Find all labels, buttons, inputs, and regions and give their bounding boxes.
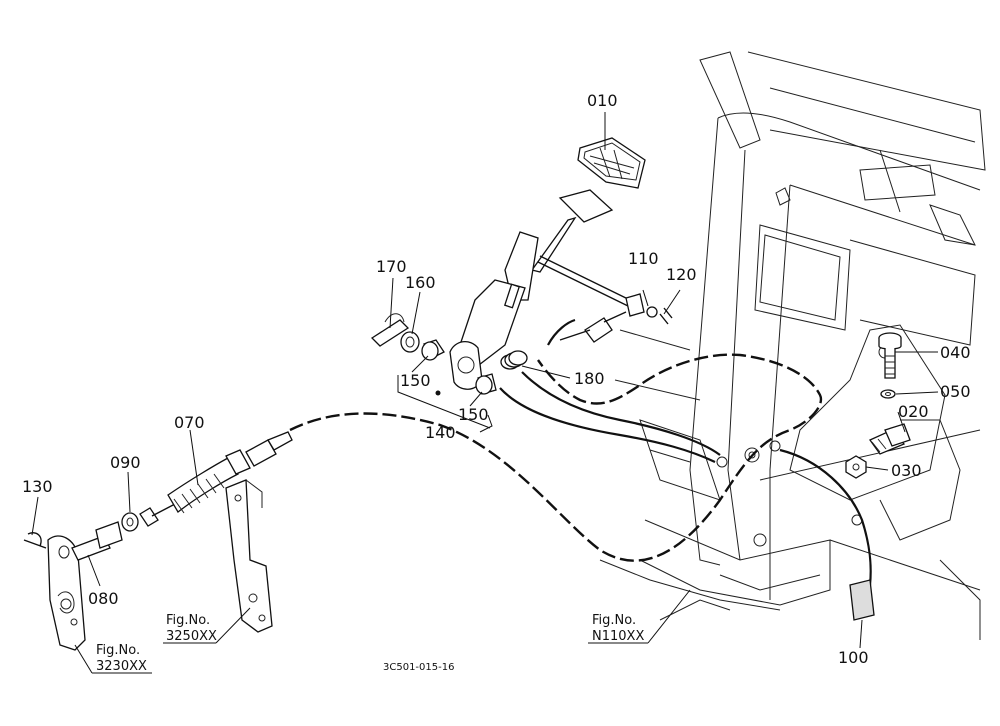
part-label-090: 090 (110, 453, 141, 472)
part-label-150-left: 150 (400, 371, 431, 390)
part-label-170: 170 (376, 257, 407, 276)
drawing-code: 3C501-015-16 (383, 662, 454, 673)
part-label-020: 020 (898, 402, 929, 421)
fig-ref-3230-number: 3230XX (96, 659, 147, 674)
part-label-080: 080 (88, 589, 119, 608)
part-label-140: 140 (425, 423, 456, 442)
part-label-160: 160 (405, 273, 436, 292)
label-plate-100 (849, 579, 875, 621)
leader-lines (31, 112, 939, 674)
figure-references: Fig.No. 3230XX Fig.No. 3250XX Fig.No. N1… (96, 613, 644, 674)
bushings-pins (370, 313, 497, 395)
fig-ref-n110-number: N110XX (592, 629, 644, 644)
assembly-guide-lines (289, 353, 823, 562)
part-label-120: 120 (666, 265, 697, 284)
spring-180 (500, 350, 528, 370)
part-label-070: 070 (174, 413, 205, 432)
brake-cable (499, 318, 872, 586)
tractor-frame (599, 51, 986, 640)
pedal-assembly (435, 137, 673, 396)
fig-ref-3250-number: 3250XX (166, 629, 217, 644)
part-label-100: 100 (838, 648, 869, 667)
fig-ref-3250-label: Fig.No. (166, 613, 210, 628)
lower-lever-3230 (23, 521, 123, 651)
part-labels: 010 020 030 040 050 070 080 090 100 110 … (22, 91, 971, 667)
part-label-030: 030 (891, 461, 922, 480)
part-label-180: 180 (574, 369, 605, 388)
part-label-010: 010 (587, 91, 618, 110)
part-label-050: 050 (940, 382, 971, 401)
part-label-150-right: 150 (458, 405, 489, 424)
fig-ref-3230-label: Fig.No. (96, 643, 140, 658)
part-label-110: 110 (628, 249, 659, 268)
lever-3250 (225, 479, 273, 633)
fig-ref-n110-label: Fig.No. (592, 613, 636, 628)
clutch-cable-070 (121, 431, 293, 532)
part-label-040: 040 (940, 343, 971, 362)
part-label-130: 130 (22, 477, 53, 496)
